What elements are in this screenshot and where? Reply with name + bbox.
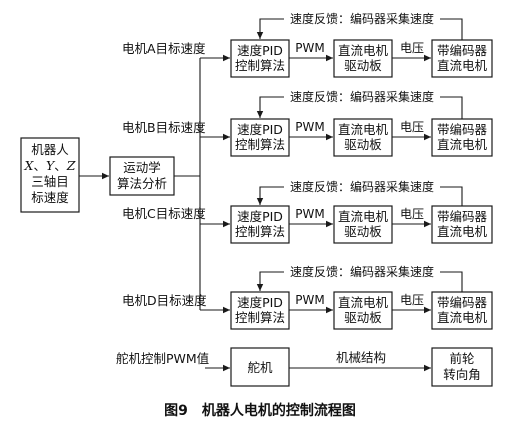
motor-b-motor-line1: 带编码器 (437, 122, 488, 137)
motor-a-feedback-label: 速度反馈：编码器采集速度 (290, 11, 434, 26)
motor-d-target-label: 电机D目标速度 (122, 293, 207, 308)
motor-a-driver-line1: 直流电机 (338, 43, 389, 58)
motor-b-pid-line2: 控制算法 (235, 137, 285, 152)
robot-box-line4: 标速度 (31, 190, 69, 205)
servo-row: 舵机控制PWM值 舵机 机械结构 前轮 转向角 (116, 347, 493, 387)
motor-c-voltage-label: 电压 (400, 207, 424, 221)
motor-c-motor-line1: 带编码器 (437, 209, 488, 224)
motor-c-driver-line1: 直流电机 (338, 209, 389, 224)
motor-b-motor-box (431, 118, 493, 157)
motor-d-driver-box (333, 291, 393, 330)
robot-target-speed-box (20, 137, 80, 213)
mechanical-structure-label: 机械结构 (336, 350, 386, 365)
motor-d-motor-box (431, 291, 493, 330)
robot-box-line1: 机器人 (31, 142, 69, 157)
motor-d-row: 电机D目标速度 速度PID 控制算法 PWM 直流电机 驱动板 电压 带编码器 … (122, 264, 493, 330)
robot-box-line3: 三轴目 (31, 174, 69, 189)
motor-c-pwm-label: PWM (295, 207, 324, 221)
motor-a-target-label: 电机A目标速度 (122, 41, 206, 56)
motor-c-pid-box (230, 205, 290, 244)
motor-a-feedback-line-right (440, 18, 463, 40)
motor-b-feedback-line-right (440, 96, 463, 119)
motor-c-target-label: 电机C目标速度 (122, 206, 206, 221)
kinematics-box-line1: 运动学 (123, 160, 161, 175)
motor-d-driver-line2: 驱动板 (344, 310, 382, 325)
front-wheel-angle-box (431, 347, 493, 387)
motor-b-pid-box (230, 118, 290, 157)
servo-box (230, 347, 290, 387)
servo-input-label: 舵机控制PWM值 (116, 351, 209, 366)
motor-c-motor-line2: 直流电机 (437, 224, 488, 239)
motor-d-feedback-line-right (440, 271, 463, 292)
motor-a-pid-line1: 速度PID (237, 43, 283, 58)
motor-b-voltage-label: 电压 (400, 120, 424, 134)
motor-c-feedback-arrow (256, 186, 284, 205)
motor-b-pid-line1: 速度PID (237, 122, 283, 137)
motor-d-feedback-label: 速度反馈：编码器采集速度 (290, 264, 434, 279)
motor-a-voltage-label: 电压 (400, 41, 424, 55)
motor-d-voltage-label: 电压 (400, 293, 424, 307)
motor-d-driver-line1: 直流电机 (338, 295, 389, 310)
motor-c-pid-line2: 控制算法 (235, 224, 285, 239)
motor-a-motor-line2: 直流电机 (437, 58, 488, 73)
motor-d-motor-line2: 直流电机 (437, 310, 488, 325)
motor-b-feedback-label: 速度反馈：编码器采集速度 (290, 89, 434, 104)
motor-a-row: 电机A目标速度 速度PID 控制算法 PWM 直流电机 驱动板 电压 带编码器 … (122, 11, 493, 78)
motor-b-driver-line2: 驱动板 (344, 137, 382, 152)
front-wheel-line2: 转向角 (443, 367, 481, 382)
kinematics-analysis-box (109, 156, 175, 196)
motor-c-motor-box (431, 205, 493, 244)
motor-a-pwm-label: PWM (295, 41, 324, 55)
motor-c-row: 电机C目标速度 速度PID 控制算法 PWM 直流电机 驱动板 电压 带编码器 … (122, 179, 493, 244)
motor-d-feedback-arrow (256, 271, 284, 291)
motor-a-motor-box (431, 39, 493, 78)
kinematics-box-line2: 算法分析 (117, 176, 167, 191)
motor-b-pwm-label: PWM (295, 120, 324, 134)
motor-b-row: 电机B目标速度 速度PID 控制算法 PWM 直流电机 驱动板 电压 带编码器 … (122, 89, 493, 157)
motor-c-driver-line2: 驱动板 (344, 224, 382, 239)
motor-b-target-label: 电机B目标速度 (122, 120, 206, 135)
motor-a-pid-line2: 控制算法 (235, 58, 285, 73)
motor-b-motor-line2: 直流电机 (437, 137, 488, 152)
motor-a-pid-box (230, 39, 290, 78)
motor-a-feedback-arrow (256, 18, 284, 39)
motor-a-motor-line1: 带编码器 (437, 43, 488, 58)
motor-c-pid-line1: 速度PID (237, 209, 283, 224)
robot-box-axes: X、Y、Z (24, 158, 76, 173)
motor-c-feedback-line-right (440, 186, 463, 206)
motor-b-driver-box (333, 118, 393, 157)
motor-d-pid-line2: 控制算法 (235, 310, 285, 325)
motor-b-feedback-arrow (256, 96, 284, 118)
servo-box-label: 舵机 (247, 360, 273, 375)
motor-a-driver-line2: 驱动板 (344, 58, 382, 73)
motor-d-pid-line1: 速度PID (237, 295, 283, 310)
motor-b-driver-line1: 直流电机 (338, 122, 389, 137)
motor-d-pwm-label: PWM (295, 293, 324, 307)
motor-c-feedback-label: 速度反馈：编码器采集速度 (290, 179, 434, 194)
front-wheel-line1: 前轮 (449, 351, 474, 366)
figure-caption: 图9 机器人电机的控制流程图 (164, 402, 356, 419)
motor-d-motor-line1: 带编码器 (437, 295, 488, 310)
